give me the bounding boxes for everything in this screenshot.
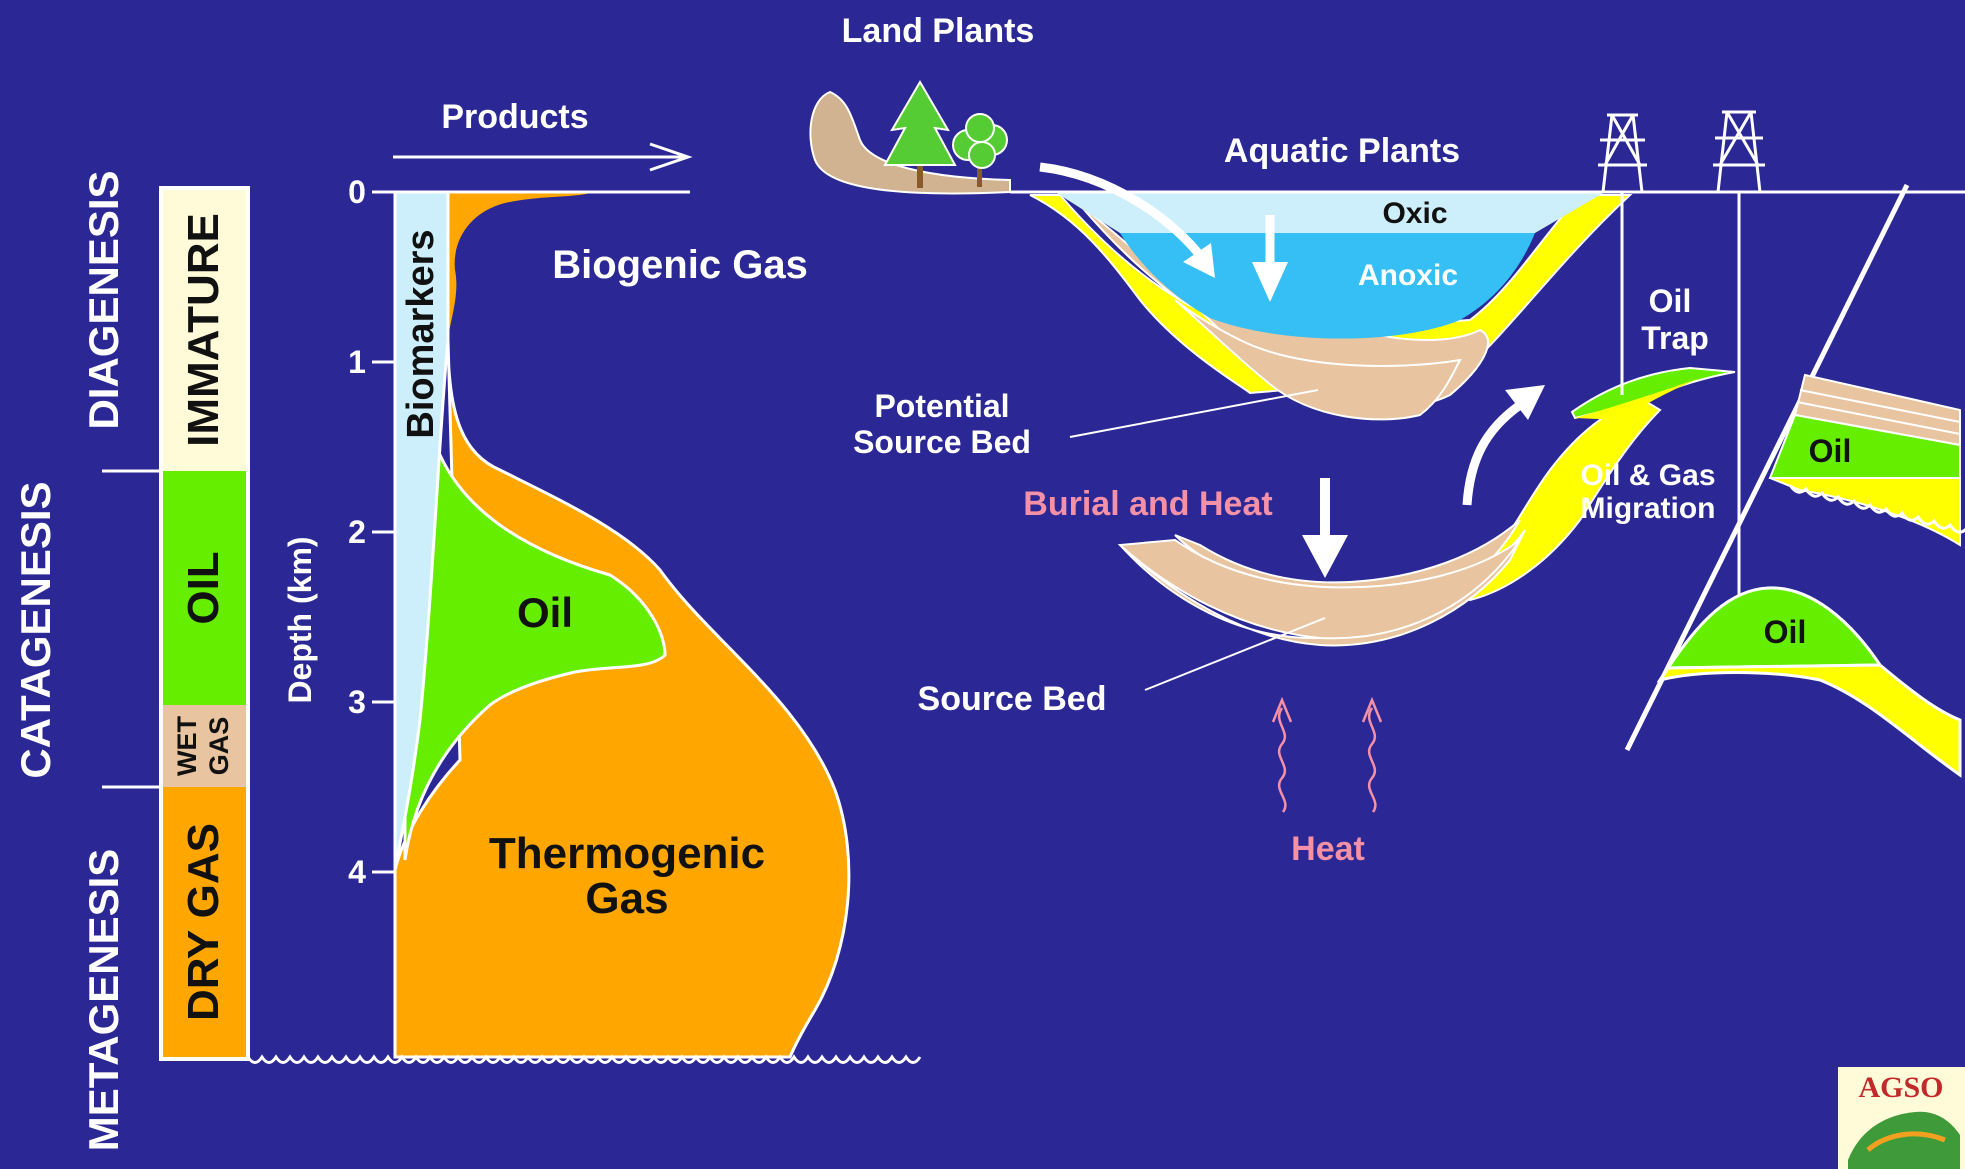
- oil-trap-yellow: [1575, 378, 1700, 420]
- depth-tick-label: 1: [348, 344, 366, 380]
- maturity-column: IMMATURE OIL DRY GAS WET GAS: [159, 186, 250, 1061]
- fault-reservoir-yellow: [1769, 477, 1961, 547]
- source-bed-body: [1117, 538, 1521, 640]
- source-bed-label: Source Bed: [918, 680, 1107, 718]
- oil-trap-label-2: Trap: [1641, 320, 1709, 356]
- thermogenic-label-1: Thermogenic: [489, 829, 765, 878]
- maturity-column-frame: [159, 186, 250, 1061]
- oil-maturity-label: OIL: [179, 551, 228, 624]
- biomarkers-area: [393, 190, 450, 871]
- biogenic-gas-label: Biogenic Gas: [552, 243, 808, 287]
- dry-gas-label: DRY GAS: [179, 823, 228, 1021]
- drilling-rig-icon: [1713, 110, 1765, 638]
- oil-product-label: Oil: [517, 589, 573, 636]
- biogenic-gas-area: [448, 192, 592, 340]
- potential-source-pointer: [1069, 389, 1319, 438]
- agso-logo: AGSO: [1838, 1067, 1965, 1169]
- land-plants-label: Land Plants: [842, 12, 1035, 50]
- stage-labels: DIAGENESIS CATAGENESIS METAGENESIS: [12, 170, 127, 1151]
- heat-arrows: [1271, 696, 1383, 813]
- depth-tick-label: 2: [348, 514, 366, 550]
- unconformity-wavy-line: [246, 1054, 922, 1064]
- aquatic-plants-label: Aquatic Plants: [1224, 132, 1460, 170]
- potential-source-label-1: Potential: [874, 388, 1009, 424]
- products-arrow: Products: [393, 98, 693, 172]
- depth-tick-label: 4: [348, 854, 366, 890]
- anoxic-label: Anoxic: [1358, 259, 1458, 292]
- fault-reservoir-stripes: [1796, 389, 1961, 435]
- products-label: Products: [441, 98, 588, 136]
- fault-seal-wavy: [1788, 484, 1965, 534]
- migration-label-2: Migration: [1581, 492, 1716, 525]
- anticline-oil-label: Oil: [1764, 614, 1807, 650]
- migration-label-1: Oil & Gas: [1580, 459, 1715, 492]
- immature-zone: [163, 190, 246, 471]
- fault-line: [1624, 183, 1910, 752]
- potential-source-label-2: Source Bed: [853, 424, 1031, 460]
- oxic-label: Oxic: [1382, 197, 1447, 230]
- oxic-water: [1055, 192, 1605, 233]
- dry-gas-zone: [163, 787, 246, 1057]
- tree-icon: [883, 80, 957, 188]
- burial-heat-label: Burial and Heat: [1023, 485, 1272, 523]
- catagenesis-label: CATAGENESIS: [12, 481, 59, 778]
- migration-arrow: [1462, 401, 1523, 506]
- anticline-yellow: [1656, 663, 1962, 778]
- shore-land: [809, 90, 1011, 195]
- immature-label: IMMATURE: [179, 213, 228, 447]
- drilling-rig-icon: [1598, 113, 1647, 395]
- heat-label: Heat: [1291, 830, 1365, 868]
- fault-oil-label: Oil: [1809, 433, 1852, 469]
- thermogenic-label-2: Gas: [585, 874, 668, 923]
- oil-window-area: [403, 453, 667, 861]
- depth-axis-label: Depth (km): [282, 536, 318, 703]
- land-plants-arrow: [1039, 162, 1209, 265]
- lower-basin-tan-wedge: [1174, 299, 1462, 421]
- diagenesis-label: DIAGENESIS: [80, 170, 127, 429]
- metagenesis-label: METAGENESIS: [80, 849, 127, 1152]
- anoxic-water: [1120, 233, 1535, 339]
- depth-tick-label: 0: [348, 174, 366, 210]
- anticline-oil: [1665, 586, 1883, 670]
- gas-label: GAS: [204, 717, 234, 776]
- wet-gas-zone: [163, 705, 246, 787]
- bush-icon: [952, 113, 1008, 187]
- depth-tick-label: 3: [348, 684, 366, 720]
- source-bed-pointer: [1144, 617, 1326, 691]
- wet-label: WET: [172, 716, 202, 776]
- agso-logo-text: AGSO: [1858, 1071, 1943, 1104]
- depth-axis: Depth (km) 0 1 2 3 4: [282, 174, 395, 890]
- oil-zone: [163, 471, 246, 705]
- biomarkers-label: Biomarkers: [400, 229, 442, 438]
- oil-trap-label-1: Oil: [1649, 283, 1692, 319]
